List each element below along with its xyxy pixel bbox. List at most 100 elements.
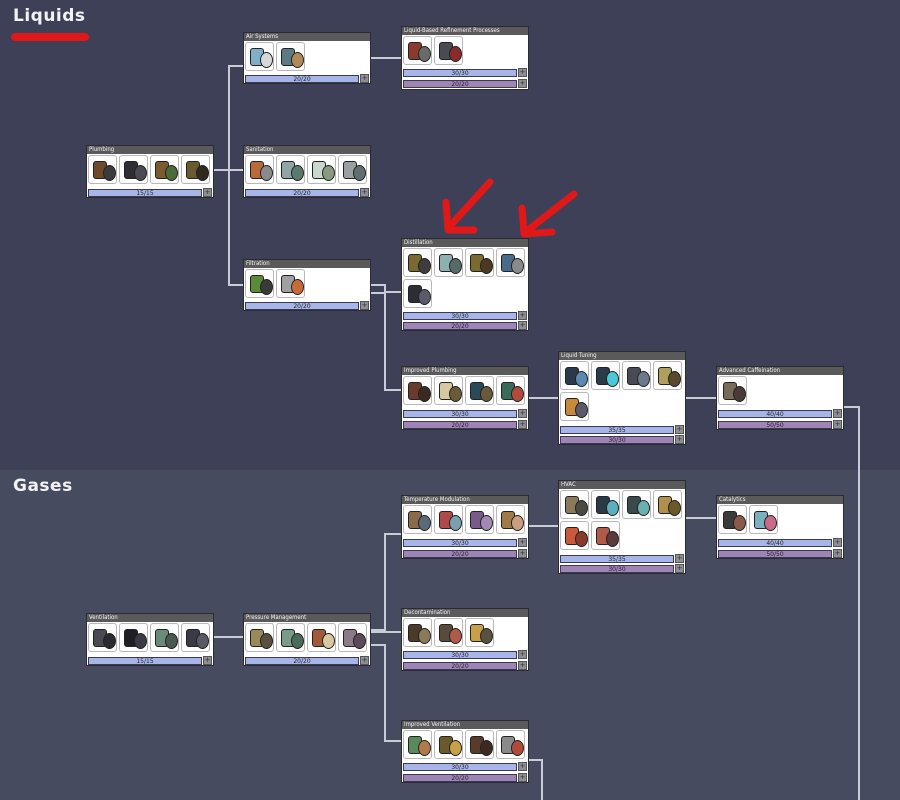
- tech-node-liquid-tuning[interactable]: Liquid Tuning 35/35+ 30/30+: [558, 351, 686, 445]
- queue-button[interactable]: +: [675, 564, 684, 573]
- queue-button[interactable]: +: [518, 68, 527, 77]
- queue-button[interactable]: +: [360, 74, 369, 83]
- tech-node-decontamination[interactable]: Decontamination 30/30+ 20/20+: [401, 608, 529, 671]
- liquid-pipe-icon[interactable]: [88, 155, 117, 184]
- queue-button[interactable]: +: [360, 301, 369, 310]
- thermo-aquatuner-icon[interactable]: [591, 361, 620, 390]
- gas-pipe-icon[interactable]: [88, 623, 117, 652]
- queue-button[interactable]: +: [518, 549, 527, 558]
- gas-tepidizer-icon[interactable]: [560, 490, 589, 519]
- gas-vent-icon[interactable]: [150, 623, 179, 652]
- water-sieve-icon[interactable]: [403, 248, 432, 277]
- tech-node-advanced-caffeination[interactable]: Advanced Caffeination 40/40+ 50/50+: [716, 366, 844, 430]
- queue-button[interactable]: +: [833, 420, 842, 429]
- pressure-plate-icon[interactable]: [245, 623, 274, 652]
- tech-node-sanitation[interactable]: Sanitation 20/20+: [243, 145, 371, 198]
- queue-button[interactable]: +: [518, 321, 527, 330]
- tech-node-temperature-modulation[interactable]: Temperature Modulation 30/30+ 20/20+: [401, 495, 529, 559]
- gas-bend-icon[interactable]: [119, 623, 148, 652]
- liquid-bridge-icon[interactable]: [403, 279, 432, 308]
- queue-button[interactable]: +: [833, 409, 842, 418]
- tech-node-pressure-management[interactable]: Pressure Management 20/20+: [243, 613, 371, 666]
- tech-node-refinement[interactable]: Liquid-Based Refinement Processes 30/30+…: [401, 26, 529, 90]
- distiller-icon[interactable]: [465, 248, 494, 277]
- carbon-skimmer-icon[interactable]: [434, 618, 463, 647]
- queue-button[interactable]: +: [518, 773, 527, 782]
- tech-node-plumbing[interactable]: Plumbing 15/15+: [86, 145, 214, 198]
- queue-button[interactable]: +: [833, 549, 842, 558]
- gas-reservoir-icon[interactable]: [276, 623, 305, 652]
- gas-pipe-segment-icon[interactable]: [465, 730, 494, 759]
- queue-button[interactable]: +: [360, 656, 369, 665]
- queue-button[interactable]: +: [518, 650, 527, 659]
- queue-button[interactable]: +: [675, 554, 684, 563]
- oxylite-refinery-icon[interactable]: [718, 505, 747, 534]
- heat-tile-icon[interactable]: [465, 505, 494, 534]
- insulated-gas-pipe-icon[interactable]: [434, 730, 463, 759]
- tech-node-filtration[interactable]: Filtration 20/20+: [243, 259, 371, 311]
- liquid-shutoff-icon[interactable]: [465, 376, 494, 405]
- espresso-machine-icon[interactable]: [718, 376, 747, 405]
- gas-tank-icon[interactable]: [560, 521, 589, 550]
- queue-button[interactable]: +: [203, 656, 212, 665]
- queue-button[interactable]: +: [360, 188, 369, 197]
- gas-filter-icon[interactable]: [276, 269, 305, 298]
- tech-node-improved-ventilation[interactable]: Improved Ventilation 30/30+ 20/20+: [401, 720, 529, 783]
- queue-button[interactable]: +: [675, 435, 684, 444]
- ore-scrubber-icon[interactable]: [465, 618, 494, 647]
- shower-icon[interactable]: [276, 42, 305, 71]
- robo-miner-icon[interactable]: [749, 505, 778, 534]
- liquid-meter-icon[interactable]: [496, 376, 525, 405]
- liquid-vent-icon[interactable]: [181, 155, 210, 184]
- tech-node-hvac[interactable]: HVAC 35/35+ 30/30+: [558, 480, 686, 574]
- tech-node-catalytics[interactable]: Catalytics 40/40+ 50/50+: [716, 495, 844, 559]
- tech-node-air-systems[interactable]: Air Systems 20/20+: [243, 32, 371, 84]
- queue-button[interactable]: +: [518, 538, 527, 547]
- queue-button[interactable]: +: [518, 420, 527, 429]
- queue-button[interactable]: +: [518, 311, 527, 320]
- tech-node-ventilation[interactable]: Ventilation 15/15+: [86, 613, 214, 666]
- algae-distiller-icon[interactable]: [434, 248, 463, 277]
- radiant-gas-pipe-icon[interactable]: [653, 490, 682, 519]
- queue-button[interactable]: +: [518, 409, 527, 418]
- wash-basin-icon[interactable]: [276, 155, 305, 184]
- thermo-sensor-icon[interactable]: [496, 505, 525, 534]
- liquid-tepidizer-icon[interactable]: [560, 361, 589, 390]
- liquid-pump-icon[interactable]: [150, 155, 179, 184]
- gas-element-sensor-icon[interactable]: [403, 730, 432, 759]
- pipe-bend-icon[interactable]: [119, 155, 148, 184]
- lavatory-icon[interactable]: [245, 155, 274, 184]
- queue-button[interactable]: +: [203, 188, 212, 197]
- tech-node-distillation[interactable]: Distillation 30/30+ 20/20+: [401, 238, 529, 331]
- research-progress: 20/20: [245, 301, 359, 310]
- air-conditioner-icon[interactable]: [591, 490, 620, 519]
- sink-icon[interactable]: [245, 42, 274, 71]
- air-deodorizer-icon[interactable]: [403, 618, 432, 647]
- queue-button[interactable]: +: [675, 425, 684, 434]
- fertilizer-maker-icon[interactable]: [403, 36, 432, 65]
- gas-shutoff-icon[interactable]: [338, 623, 367, 652]
- space-heater-icon[interactable]: [403, 505, 432, 534]
- liquid-conditioner-icon[interactable]: [622, 361, 651, 390]
- ice-fan-icon[interactable]: [434, 505, 463, 534]
- liquid-valve-icon[interactable]: [496, 248, 525, 277]
- queue-button[interactable]: +: [518, 762, 527, 771]
- research-progress-secondary: 20/20: [403, 79, 517, 88]
- queue-button[interactable]: +: [518, 79, 527, 88]
- thermo-regulator-icon[interactable]: [622, 490, 651, 519]
- pipe-junction-icon[interactable]: [560, 392, 589, 421]
- queue-button[interactable]: +: [833, 538, 842, 547]
- tech-node-improved-plumbing[interactable]: Improved Plumbing 30/30+ 20/20+: [401, 366, 529, 430]
- insulated-pipe-icon[interactable]: [403, 376, 432, 405]
- gas-pump-icon[interactable]: [181, 623, 210, 652]
- gas-valve-icon[interactable]: [307, 623, 336, 652]
- shower-stall-icon[interactable]: [307, 155, 336, 184]
- liquid-filter-icon[interactable]: [245, 269, 274, 298]
- radiant-pipe-icon[interactable]: [653, 361, 682, 390]
- queue-button[interactable]: +: [518, 661, 527, 670]
- sink-icon[interactable]: [338, 155, 367, 184]
- ethanol-distiller-icon[interactable]: [434, 36, 463, 65]
- pump-icon[interactable]: [591, 521, 620, 550]
- gas-meter-icon[interactable]: [496, 730, 525, 759]
- liquid-reservoir-icon[interactable]: [434, 376, 463, 405]
